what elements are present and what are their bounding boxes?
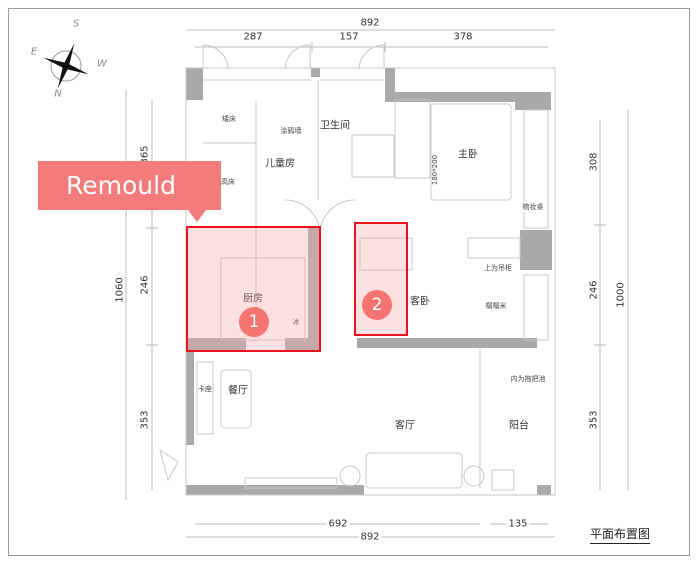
dim-bottom-2: 135 xyxy=(506,518,530,530)
label-graffiti-wall: 涂鸦墙 xyxy=(280,127,302,135)
dim-top-3: 378 xyxy=(453,31,473,43)
room-kitchen: 厨房 xyxy=(243,293,263,305)
compass-west: W xyxy=(97,58,107,70)
dim-left-total: 1060 xyxy=(114,277,126,303)
dim-top-2: 157 xyxy=(339,31,359,43)
room-bathroom: 卫生间 xyxy=(320,120,350,132)
room-living: 客厅 xyxy=(395,420,415,432)
marker-2: 2 xyxy=(362,290,392,320)
label-upper-cabinet: 上为吊柜 xyxy=(484,264,512,272)
label-fridge: 冰 xyxy=(292,318,300,326)
slide-frame xyxy=(8,8,690,556)
label-booth: 卡座 xyxy=(198,385,212,393)
label-dresser: 梳妆桌 xyxy=(522,202,544,212)
room-master-bedroom: 主卧 xyxy=(458,149,478,161)
room-kids: 儿童房 xyxy=(265,158,295,170)
walls xyxy=(186,68,552,495)
label-tatami: 榻榻米 xyxy=(485,302,507,310)
dim-bottom-total: 892 xyxy=(358,531,382,543)
marker-1: 1 xyxy=(239,307,269,337)
label-bed-size: 180*200 xyxy=(431,154,439,186)
room-guest-bedroom: 客卧 xyxy=(410,296,430,308)
dim-left-2: 246 xyxy=(139,275,151,295)
dim-top-total: 892 xyxy=(360,17,380,29)
room-dining: 餐厅 xyxy=(228,385,248,397)
dim-bottom-1: 692 xyxy=(326,518,350,530)
compass-south: S xyxy=(72,18,80,30)
dim-right-1: 308 xyxy=(588,152,600,172)
compass-icon xyxy=(43,43,89,89)
dim-right-3: 353 xyxy=(588,410,600,430)
dim-left-3: 353 xyxy=(139,410,151,430)
remould-callout: Remould xyxy=(38,161,221,210)
label-high-bed: 高床 xyxy=(221,178,235,186)
callout-pointer xyxy=(188,210,206,222)
room-balcony: 阳台 xyxy=(509,420,529,432)
compass-north: N xyxy=(54,88,62,100)
label-mop-sink: 内为拖把池 xyxy=(510,375,546,383)
dim-right-total: 1000 xyxy=(615,282,627,308)
compass-east: E xyxy=(30,46,38,58)
dim-top-1: 287 xyxy=(243,31,263,43)
dim-right-2: 246 xyxy=(588,280,600,300)
label-low-bed: 矮床 xyxy=(222,115,236,123)
drawing-title: 平面布置图 xyxy=(590,525,651,544)
